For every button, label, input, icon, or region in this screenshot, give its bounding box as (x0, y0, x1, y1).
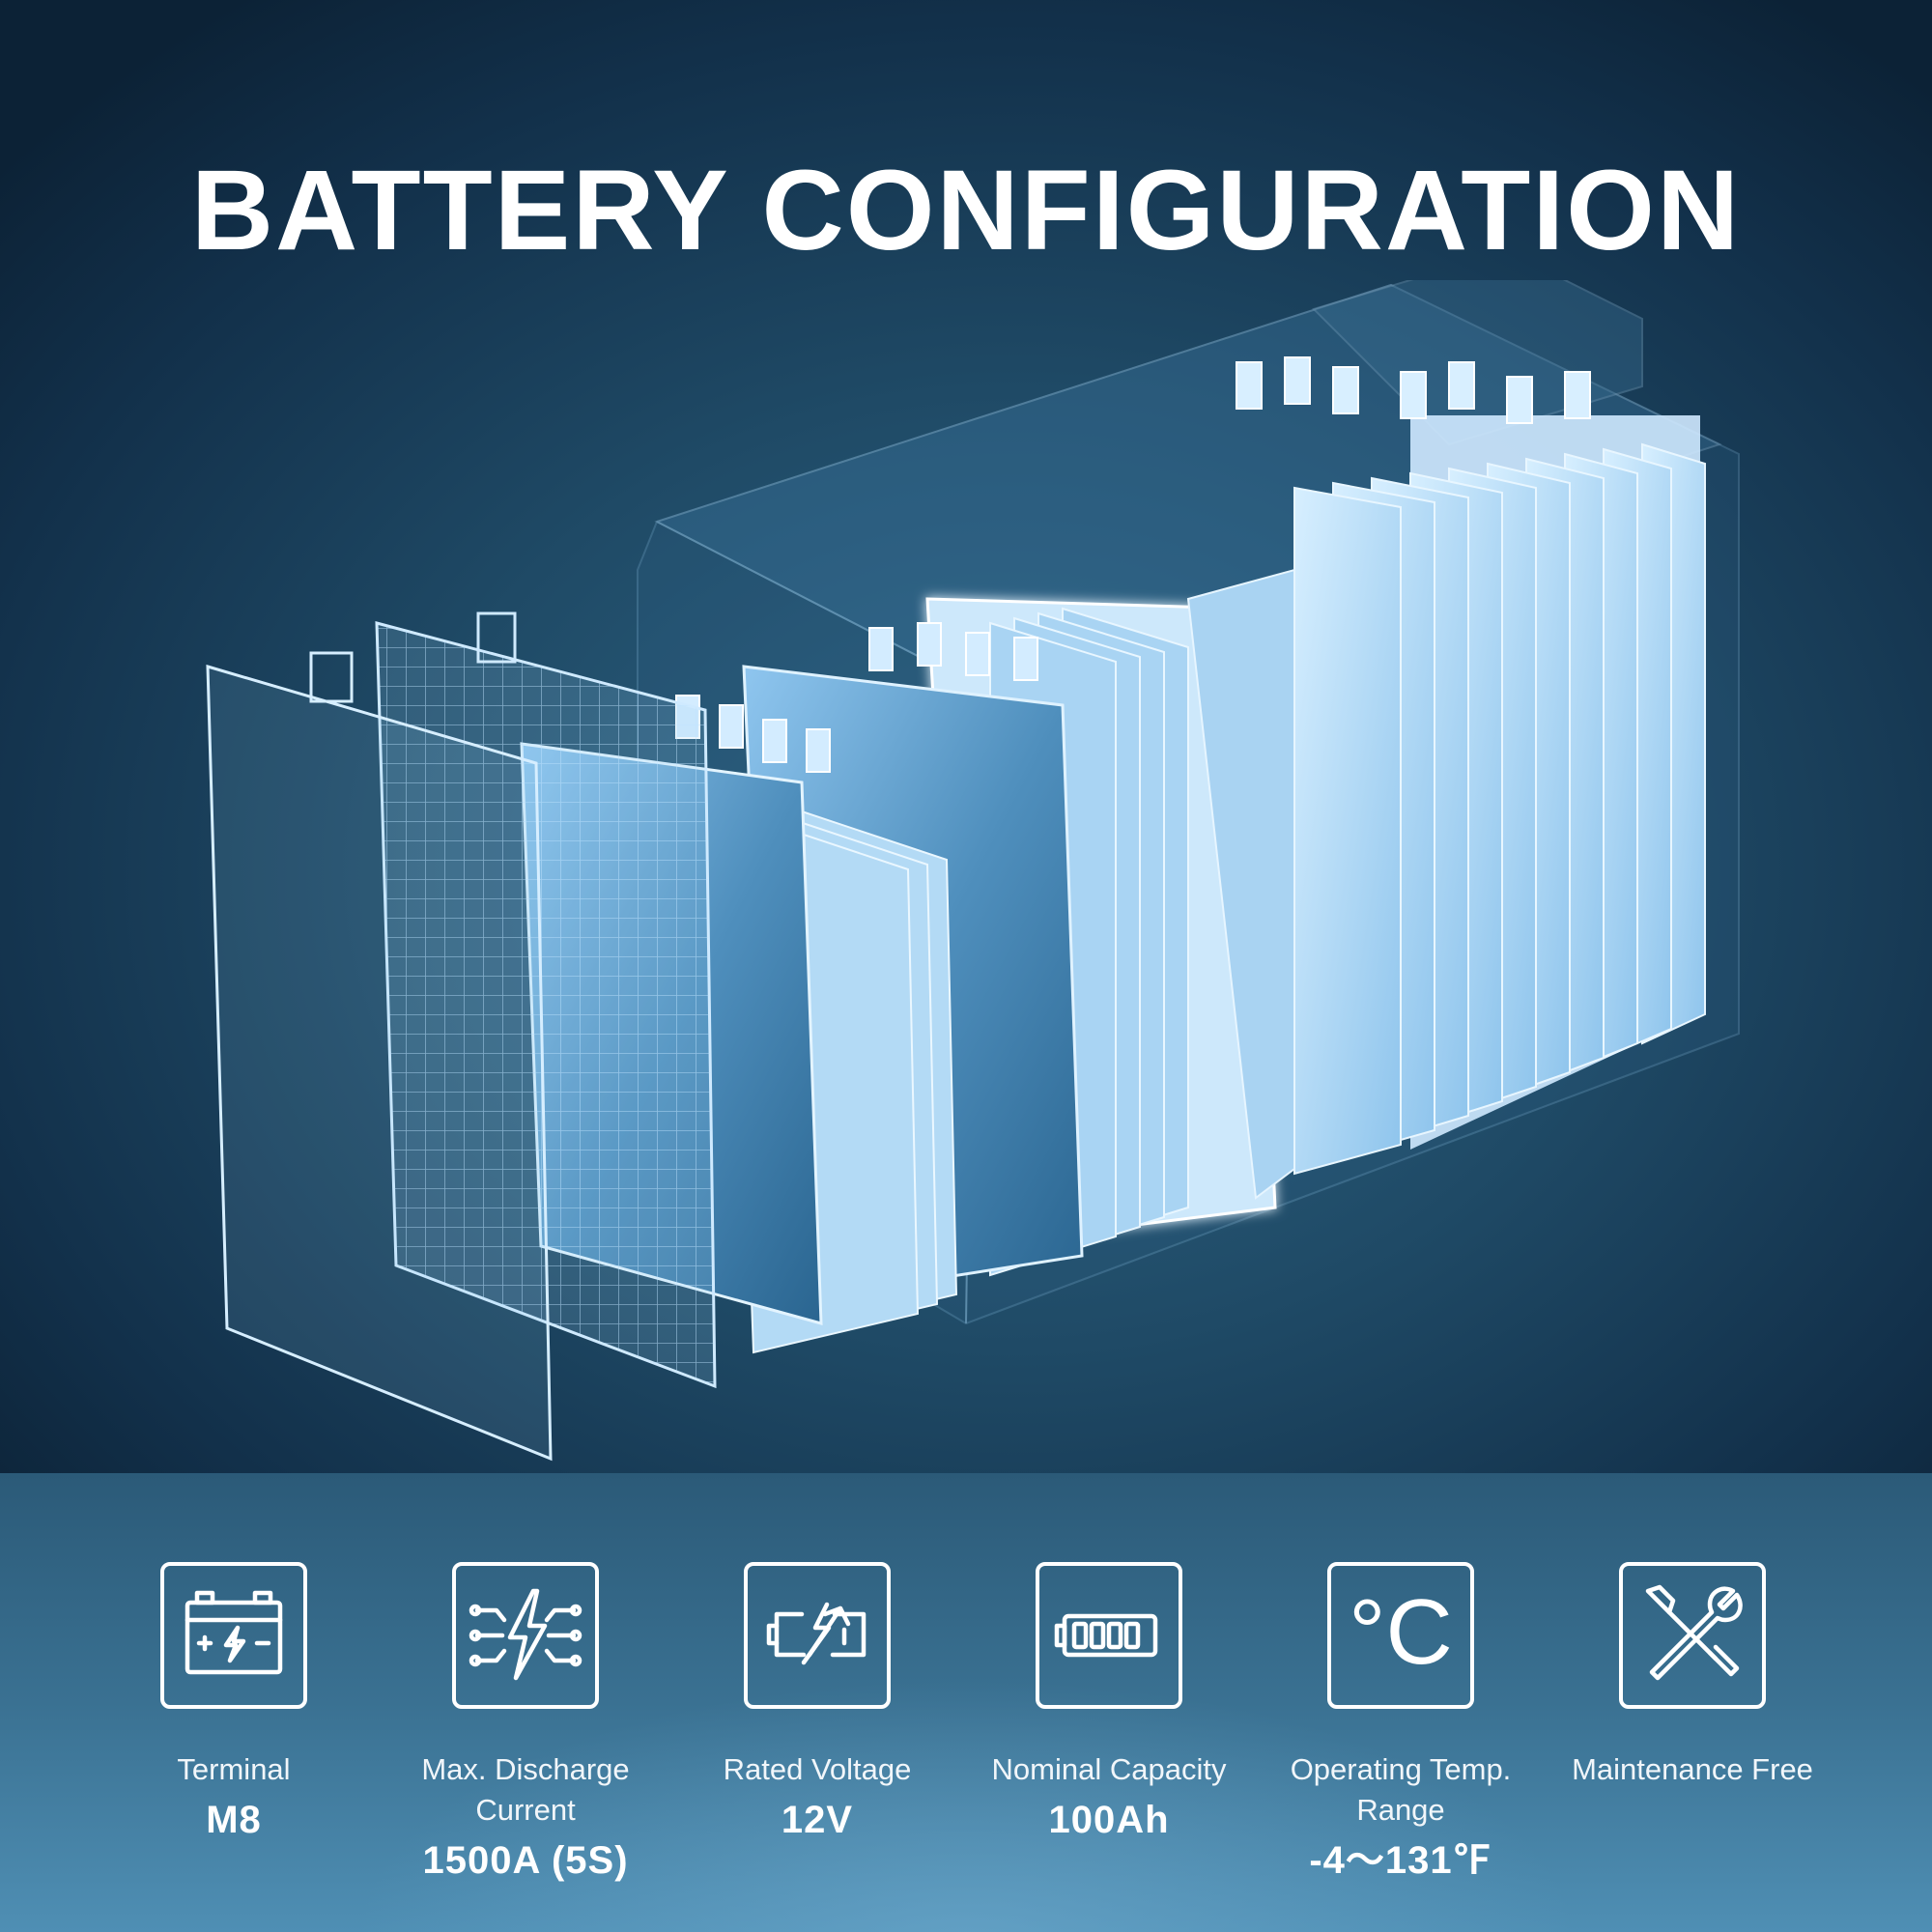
spec-label: Maintenance Free (1572, 1752, 1813, 1786)
spec-label: Terminal (177, 1752, 291, 1786)
celsius-icon: °C (1327, 1562, 1474, 1709)
spec-value: 100Ah (1048, 1799, 1170, 1841)
spec-operating-temp-range: °C Operating Temp. Range -4～131℉ (1256, 1562, 1546, 1887)
spec-label: Rated Voltage (723, 1752, 912, 1786)
spec-label: Nominal Capacity (991, 1752, 1227, 1786)
spec-panel (0, 1473, 1932, 1932)
spec-label: Max. Discharge Current (421, 1752, 630, 1827)
battery-level-icon (1036, 1562, 1182, 1709)
spec-rated-voltage: Rated Voltage 12V (672, 1562, 962, 1846)
spec-label: Operating Temp. Range (1290, 1752, 1512, 1827)
battery-exploded-illustration (206, 280, 1740, 1462)
spec-max-discharge-current: Max. Discharge Current 1500A (5S) (381, 1562, 670, 1887)
electrode-plate (206, 651, 553, 1462)
page-title: BATTERY CONFIGURATION (190, 147, 1742, 274)
spec-value: 12V (781, 1799, 854, 1841)
spec-terminal: Terminal M8 (89, 1562, 379, 1846)
spec-value: -4～131℉ (1309, 1839, 1492, 1882)
separator-grid-sheet (375, 611, 717, 1389)
spec-nominal-capacity: Nominal Capacity 100Ah (964, 1562, 1254, 1846)
cell-stack-front (520, 695, 958, 1354)
spec-value: 1500A (5S) (422, 1839, 629, 1882)
spec-maintenance-free: Maintenance Free (1548, 1562, 1837, 1794)
battery-terminal-icon (160, 1562, 307, 1709)
wrench-screwdriver-icon (1619, 1562, 1766, 1709)
spec-value: M8 (206, 1799, 262, 1841)
charging-battery-icon (744, 1562, 891, 1709)
celsius-glyph: °C (1349, 1580, 1453, 1684)
discharge-bolt-icon (452, 1562, 599, 1709)
